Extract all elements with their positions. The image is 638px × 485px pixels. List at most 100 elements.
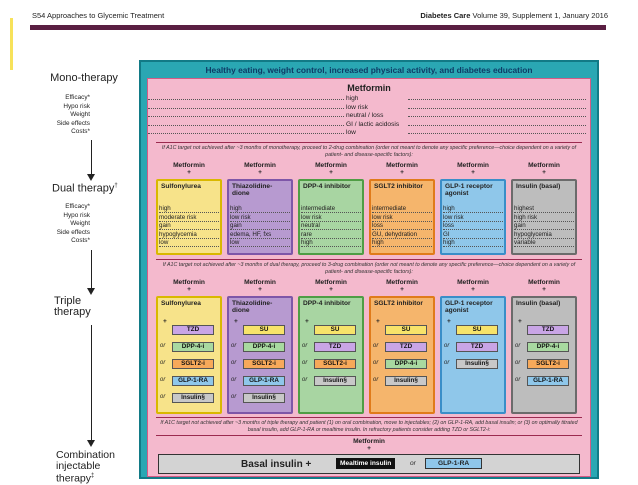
- or-label: or: [231, 343, 237, 349]
- dual-dotted-line: [372, 212, 432, 213]
- dual-value: loss: [443, 222, 455, 230]
- triple-drug-name: Sulfonylurea: [161, 300, 201, 307]
- mono-value: high: [346, 95, 359, 102]
- add-on-option: SGLT2-i: [527, 359, 569, 369]
- dual-dotted-line: [159, 220, 219, 222]
- dual-dotted-line: [514, 246, 574, 248]
- or-label: or: [231, 394, 237, 400]
- plus-sign: +: [376, 318, 380, 325]
- row-label: Weight: [70, 111, 90, 119]
- plus-sign: +: [234, 318, 238, 325]
- add-on-option: DPP-4-i: [172, 342, 214, 352]
- add-on-option: Insulin§: [456, 359, 498, 369]
- plus-sign: +: [542, 286, 546, 293]
- dual-dotted-line: [443, 229, 503, 231]
- flow-line: [91, 250, 92, 292]
- dual-value: high: [159, 205, 171, 212]
- plus-sign: +: [329, 286, 333, 293]
- dual-value: gain: [159, 222, 171, 230]
- add-on-option: Insulin§: [172, 393, 214, 403]
- add-on-option: SU: [314, 325, 356, 335]
- dual-dotted-line: [301, 229, 361, 231]
- metformin-label: Metformin: [386, 279, 418, 286]
- dual-dotted-line: [443, 237, 503, 239]
- triple-col-head: Metformin+: [227, 279, 293, 293]
- or-label: or: [515, 343, 521, 349]
- or-label: or: [373, 360, 379, 366]
- row-label: Efficacy*: [65, 94, 90, 101]
- metformin-label: Metformin: [457, 279, 489, 286]
- mono-dotted-line: [408, 133, 586, 135]
- add-on-option: TZD: [527, 325, 569, 335]
- or-label: or: [160, 394, 166, 400]
- add-on-option: TZD: [385, 342, 427, 352]
- mealtime-insulin-badge: Mealtime insulin: [336, 458, 396, 469]
- add-on-option: SU: [243, 325, 285, 335]
- dual-dotted-line: [159, 246, 219, 248]
- dual-value: low: [159, 239, 169, 247]
- row-labels-dual: Efficacy* Hypo risk Weight Side effects …: [14, 203, 90, 246]
- dual-col-head: Metformin+: [227, 162, 293, 176]
- triple-drug-name: DPP-4 inhibitor: [303, 300, 351, 307]
- or-label: or: [515, 360, 521, 366]
- add-on-option: TZD: [456, 342, 498, 352]
- page-header: S54 Approaches to Glycemic Treatment Dia…: [26, 9, 612, 23]
- mono-dotted-line: [148, 99, 344, 100]
- mono-drug-title: Metformin: [347, 83, 391, 93]
- dual-drug-name: Insulin (basal): [516, 183, 561, 190]
- dual-dotted-line: [372, 220, 432, 222]
- down-arrow-icon: [87, 288, 95, 295]
- metformin-label: Metformin: [244, 279, 276, 286]
- plus-sign: +: [542, 169, 546, 176]
- plus-sign: +: [187, 169, 191, 176]
- add-on-option: SU: [385, 325, 427, 335]
- dual-value: moderate risk: [159, 213, 197, 221]
- triple-drug-box: SGLT2 inhibitor+: [369, 296, 435, 414]
- row-label: Side effects: [56, 119, 90, 127]
- mono-dotted-line: [148, 116, 344, 118]
- mono-value: low risk: [346, 103, 368, 111]
- stage-label-combo-text: Combination injectable therapy: [56, 449, 115, 485]
- metformin-label: Metformin: [173, 162, 205, 169]
- triple-col-head: Metformin+: [511, 279, 577, 293]
- yellow-accent-bar: [10, 18, 13, 70]
- or-label: or: [410, 460, 416, 467]
- row-label: Hypo risk: [63, 211, 90, 219]
- dual-value: high: [443, 205, 455, 212]
- dual-drug-box: Sulfonylurea: [156, 179, 222, 255]
- dual-value: low risk: [443, 213, 464, 221]
- lifestyle-banner: Healthy eating, weight control, increase…: [205, 65, 533, 75]
- dual-value: edema, HF, fxs: [230, 230, 272, 238]
- divider-line: [156, 417, 582, 418]
- plus-sign: +: [447, 318, 451, 325]
- dual-drug-box: DPP-4 inhibitor: [298, 179, 364, 255]
- add-on-option: GLP-1-RA: [172, 376, 214, 386]
- add-on-option: DPP-4-i: [243, 342, 285, 352]
- mono-dotted-line: [408, 99, 586, 100]
- add-on-option: Insulin§: [314, 376, 356, 386]
- journal-citation: Diabetes Care Volume 39, Supplement 1, J…: [420, 11, 608, 20]
- or-label: or: [302, 343, 308, 349]
- or-label: or: [373, 377, 379, 383]
- or-label: or: [515, 377, 521, 383]
- or-label: or: [444, 360, 450, 366]
- dual-value: hypoglycemia: [514, 230, 552, 238]
- plus-sign: +: [400, 169, 404, 176]
- divider-line: [156, 435, 582, 436]
- mono-dotted-line: [148, 107, 344, 109]
- plus-sign: +: [471, 169, 475, 176]
- down-arrow-icon: [87, 174, 95, 181]
- note-triple-to-combo: If A1C target not achieved after ~3 mont…: [160, 420, 578, 433]
- dual-drug-name: DPP-4 inhibitor: [303, 183, 351, 190]
- mono-dotted-line: [408, 124, 586, 126]
- stage-label-dual: Dual therapy†: [52, 181, 122, 195]
- flow-line: [91, 325, 92, 443]
- row-labels-mono: Efficacy* Hypo risk Weight Side effects …: [14, 94, 90, 137]
- add-on-option: Insulin§: [243, 393, 285, 403]
- dual-value: GU, dehydration: [372, 230, 418, 238]
- metformin-label: Metformin: [315, 279, 347, 286]
- dual-dotted-line: [372, 246, 432, 248]
- add-on-option: SGLT2-i: [172, 359, 214, 369]
- plus-sign: +: [329, 169, 333, 176]
- or-label: or: [160, 343, 166, 349]
